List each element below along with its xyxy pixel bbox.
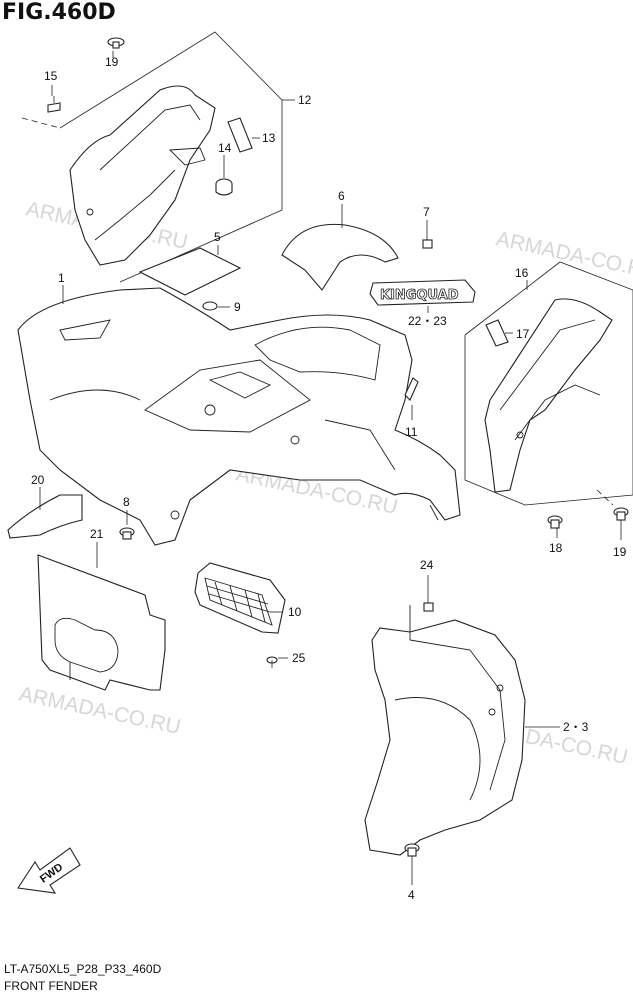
callout-21: 21 <box>90 527 104 541</box>
leader-lines <box>39 51 622 885</box>
callout-5: 5 <box>214 230 221 244</box>
part-8-screw <box>119 527 135 540</box>
callout-25: 25 <box>292 651 306 665</box>
callout-19-right: 19 <box>613 545 627 559</box>
part-13-clip <box>227 117 253 153</box>
callouts: 15 19 12 13 14 6 7 5 16 1 9 22・23 17 11 … <box>31 55 627 902</box>
figure-title: FIG.460D <box>2 0 116 25</box>
callout-13: 13 <box>262 131 276 145</box>
part-17-clip <box>485 319 509 347</box>
part-12-inner-panel <box>69 85 216 266</box>
part-20-bracket <box>7 494 83 539</box>
part-9-grommet <box>202 301 218 311</box>
assembly-12-box <box>21 31 295 283</box>
part-22-23-emblem: KINGQUAD <box>369 279 476 313</box>
callout-10: 10 <box>288 605 302 619</box>
part-2-3-inner-fender <box>364 605 526 856</box>
callout-1: 1 <box>58 271 65 285</box>
callout-16: 16 <box>515 266 529 280</box>
part-11-clip <box>404 377 419 401</box>
callout-18: 18 <box>549 541 563 555</box>
callout-14: 14 <box>218 141 232 155</box>
callout-15: 15 <box>44 69 58 83</box>
part-16-inner-panel <box>484 298 613 493</box>
part-14-grommet <box>215 178 233 196</box>
part-1-front-fender <box>17 287 461 546</box>
callout-4: 4 <box>408 888 415 902</box>
watermark-4: ARMADA-CO.RU <box>17 682 183 739</box>
part-19-screw-right <box>613 507 629 521</box>
part-25-screw <box>266 656 278 668</box>
callout-12: 12 <box>298 93 312 107</box>
callout-22-23: 22・23 <box>408 314 447 328</box>
part-19-screw-top <box>107 37 125 49</box>
assembly-16-box <box>464 261 633 506</box>
fwd-arrow-icon: FWD <box>17 847 81 894</box>
part-7-screw <box>422 228 433 249</box>
callout-19-top: 19 <box>105 55 119 69</box>
callout-2-3: 2・3 <box>563 720 589 734</box>
model-code: LT-A750XL5_P28_P33_460D <box>4 962 162 976</box>
part-24-screw <box>423 602 434 612</box>
callout-20: 20 <box>31 473 45 487</box>
part-4-screw <box>404 843 420 857</box>
callout-17: 17 <box>516 327 530 341</box>
callout-11: 11 <box>405 425 418 439</box>
callout-8: 8 <box>123 495 130 509</box>
callout-9: 9 <box>234 300 241 314</box>
part-18-screw <box>547 515 563 529</box>
figure-name: FRONT FENDER <box>4 979 98 993</box>
part-5-pad <box>138 247 242 296</box>
callout-24: 24 <box>420 558 434 572</box>
callout-7: 7 <box>423 205 430 219</box>
part-15-screw <box>47 96 61 113</box>
part-21-flap <box>37 554 166 691</box>
callout-6: 6 <box>338 189 345 203</box>
part-10-grille <box>194 562 286 634</box>
part-6-mud-guard <box>281 223 399 291</box>
emblem-text: KINGQUAD <box>380 288 459 303</box>
